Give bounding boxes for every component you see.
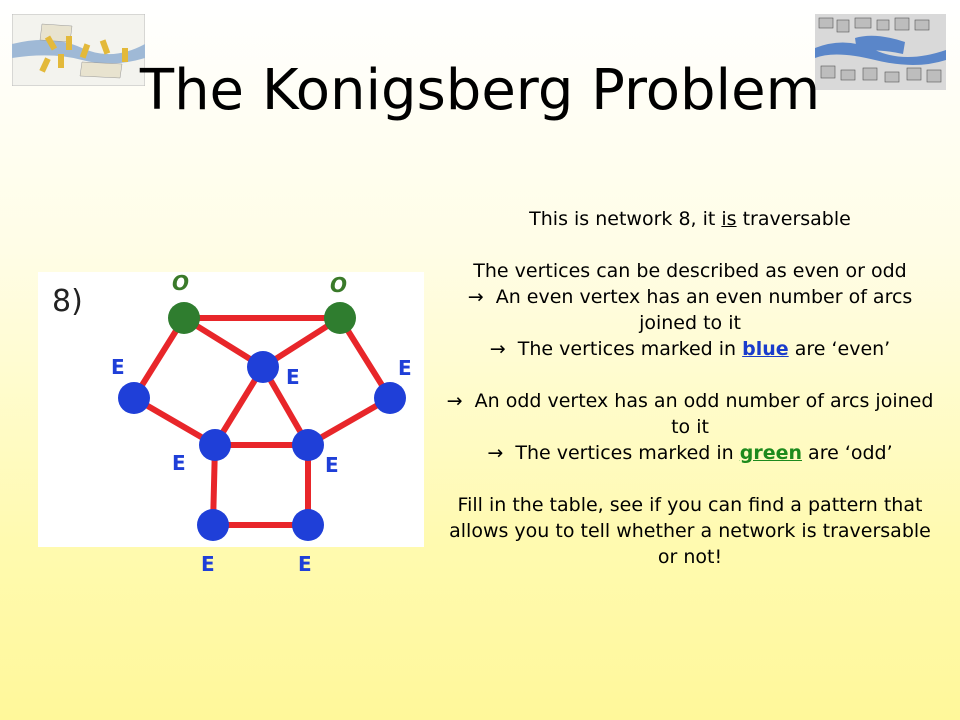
table-instruction: Fill in the table, see if you can find a… [449, 494, 931, 568]
even-vertex [247, 351, 279, 383]
arrow-icon: → [489, 338, 506, 360]
arrow-icon: → [487, 442, 504, 464]
vertex-label-even: E [398, 356, 412, 380]
even-odd-description: The vertices can be described as even or… [473, 260, 907, 282]
green-odd-note: → The vertices marked in green are ‘odd’ [487, 442, 893, 464]
even-vertex [197, 509, 229, 541]
vertex-label-odd: O [330, 273, 347, 297]
even-vertex [292, 509, 324, 541]
odd-vertex [324, 302, 356, 334]
traversable-statement: This is network 8, it is traversable [529, 208, 851, 230]
odd-vertex [168, 302, 200, 334]
blue-even-note: → The vertices marked in blue are ‘even’ [489, 338, 891, 360]
arrow-icon: → [446, 390, 463, 412]
city-map-thumbnail [815, 14, 946, 90]
vertex-label-even: E [298, 552, 312, 576]
arrow-icon: → [467, 286, 484, 308]
even-vertex [199, 429, 231, 461]
vertex-label-even: E [325, 453, 339, 477]
vertex-label-even: E [201, 552, 215, 576]
vertex-label-even: E [286, 365, 300, 389]
even-vertex [118, 382, 150, 414]
bridges-map-thumbnail [12, 14, 145, 86]
even-vertex-definition: → An even vertex has an even number of a… [467, 286, 913, 334]
network-number-label: 8) [52, 284, 83, 319]
vertex-label-even: E [111, 355, 125, 379]
odd-vertex-definition: → An odd vertex has an odd number of arc… [446, 390, 934, 438]
vertex-label-odd: O [172, 271, 189, 295]
even-vertex [374, 382, 406, 414]
page-title: The Konigsberg Problem [139, 58, 821, 123]
vertex-label-even: E [172, 451, 186, 475]
explanation-text: This is network 8, it is traversable The… [440, 206, 940, 570]
even-vertex [292, 429, 324, 461]
